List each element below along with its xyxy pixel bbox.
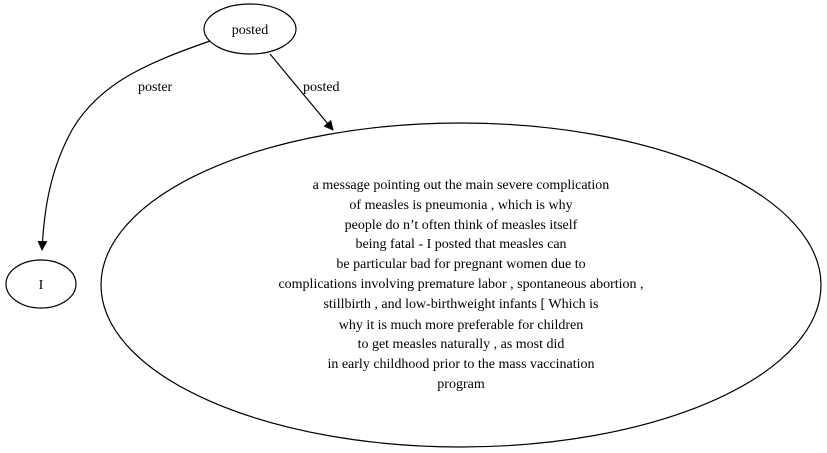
message-line-10: in early childhood prior to the mass vac…	[327, 357, 594, 372]
message-line-6: complications involving premature labor …	[278, 277, 643, 292]
edge-poster-label: poster	[138, 80, 173, 95]
edge-posted-line	[269, 53, 334, 131]
message-line-11: program	[437, 377, 485, 392]
node-i-shape	[5, 259, 77, 309]
message-line-1: a message pointing out the main severe c…	[313, 178, 610, 193]
node-posted: posted	[203, 3, 297, 55]
edge-poster-line	[37, 40, 211, 251]
message-line-5: be particular bad for pregnant women due…	[336, 257, 585, 272]
edge-posted: posted	[269, 53, 340, 131]
message-line-3: people do n’t often think of measles its…	[345, 218, 578, 233]
edge-poster: poster	[37, 40, 211, 251]
node-posted-shape	[203, 3, 297, 55]
node-message-shape	[100, 122, 822, 448]
node-i-label: I	[39, 278, 44, 293]
node-i: I	[5, 259, 77, 309]
node-message: a message pointing out the main severe c…	[100, 122, 822, 448]
message-line-4: being fatal - I posted that measles can	[355, 237, 566, 252]
message-line-2: of measles is pneumonia , which is why	[349, 198, 572, 213]
message-line-8: why it is much more preferable for child…	[339, 318, 584, 333]
node-posted-label: posted	[232, 23, 269, 38]
message-line-7: stillbirth , and low-birthweight infants…	[323, 297, 598, 312]
edge-posted-label: posted	[303, 80, 340, 95]
message-line-9: to get measles naturally , as most did	[358, 337, 565, 352]
